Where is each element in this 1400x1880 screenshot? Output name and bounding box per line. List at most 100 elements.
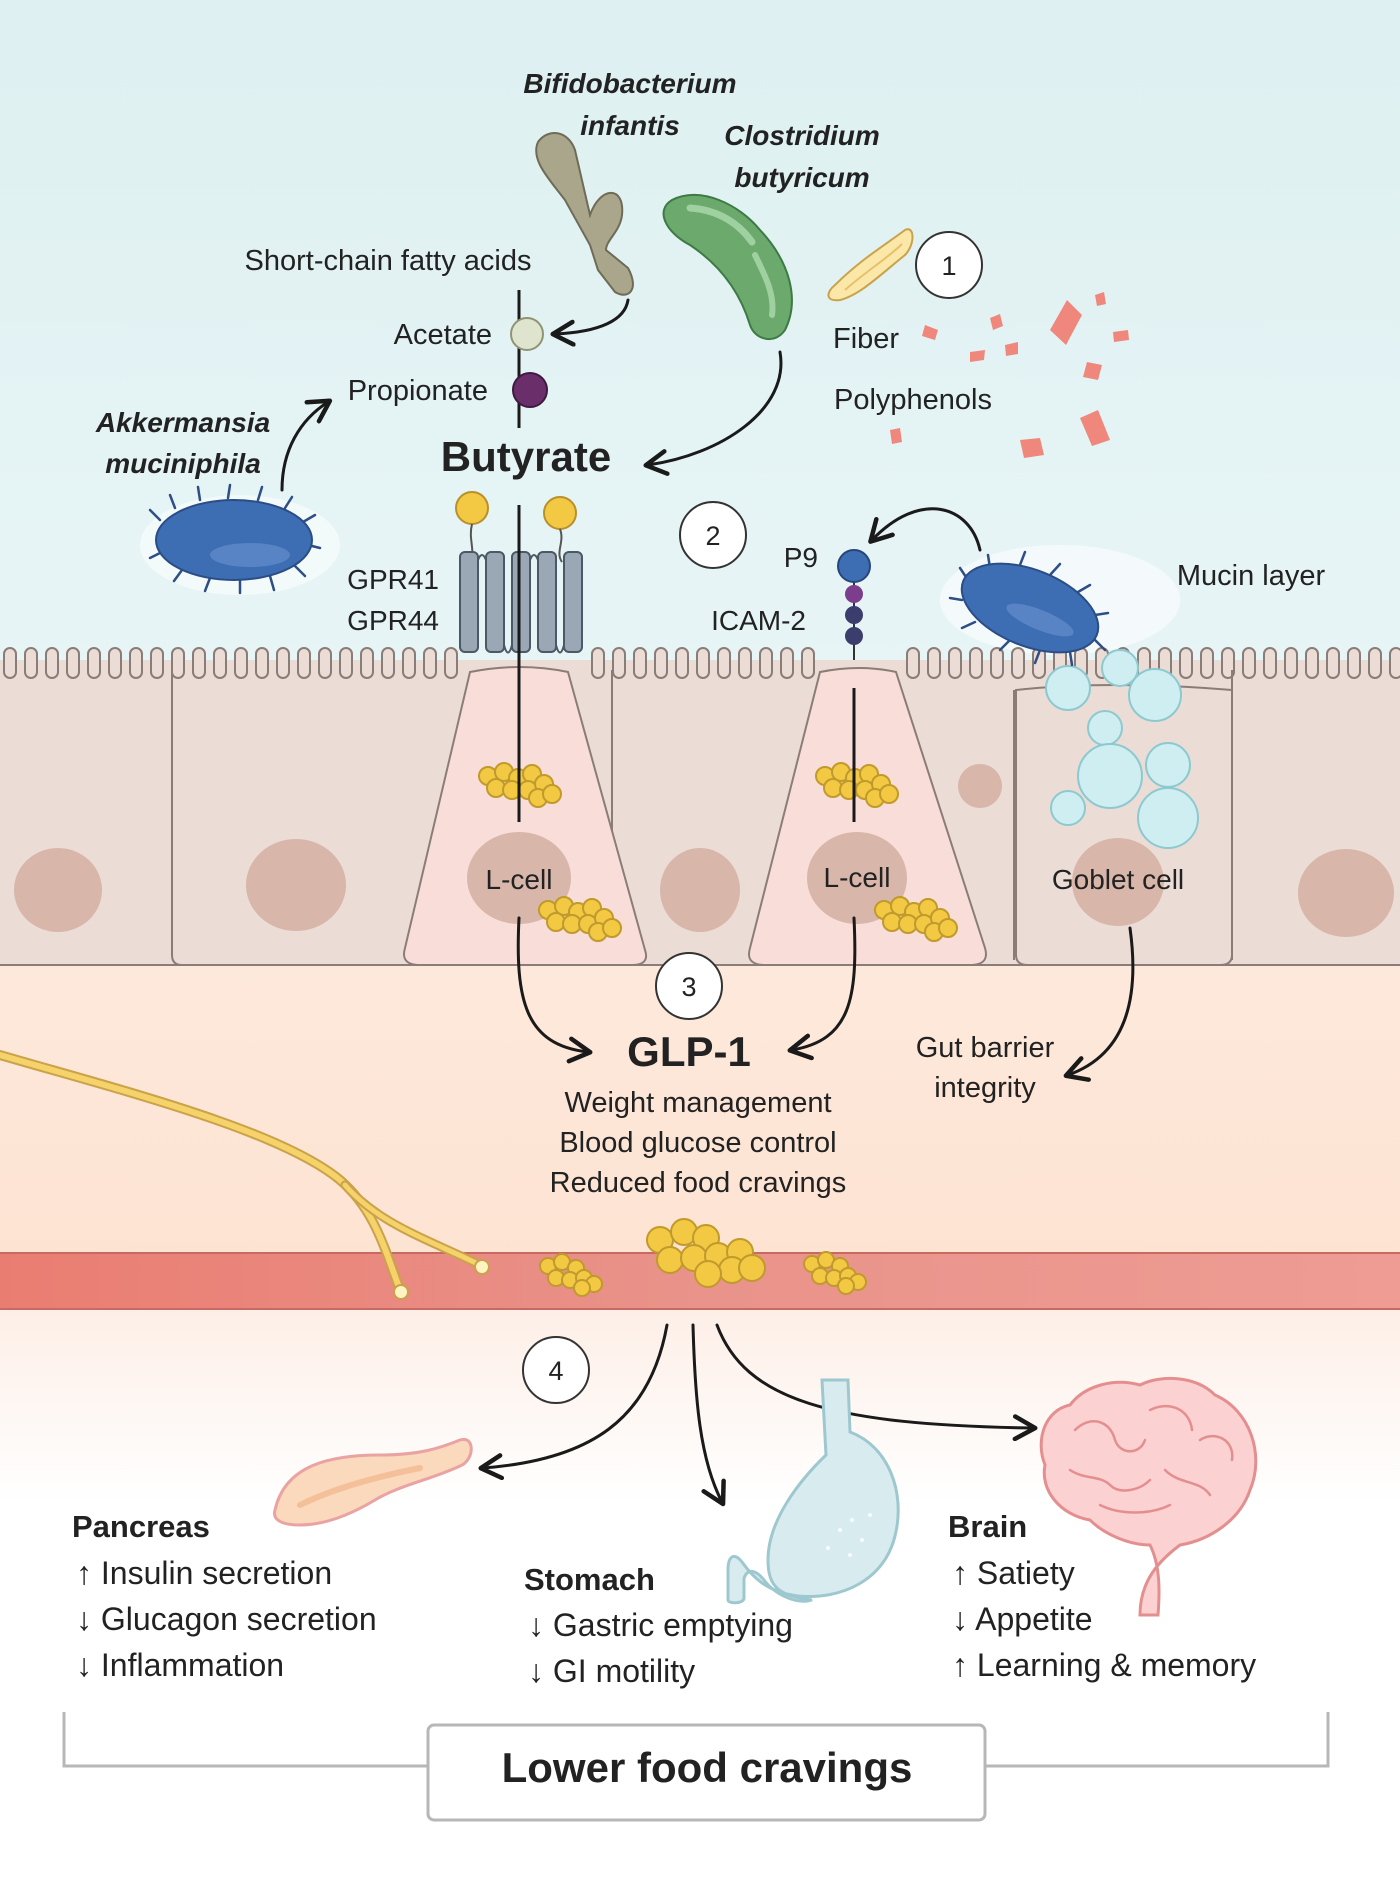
microvillus (1389, 647, 1400, 679)
microvillus (948, 647, 962, 679)
microvillus (3, 647, 17, 679)
microvillus (1263, 647, 1277, 679)
microvillus (360, 647, 374, 679)
microvillus (444, 647, 458, 679)
arrow-akkermansia-to-propionate (280, 398, 333, 492)
icam2-label: ICAM-2 (711, 605, 806, 636)
microvillus (906, 647, 920, 679)
microvillus (969, 647, 983, 679)
step-3-label: 3 (681, 972, 696, 1002)
glp1-particle (542, 784, 562, 804)
pancreas-effect: ↓ Inflammation (76, 1647, 284, 1683)
arrow-lcell-right-to-glp1 (787, 916, 857, 1061)
akkermansia-label-line1: Akkermansia (95, 407, 270, 438)
nerve-fiber (0, 1050, 490, 1300)
microvillus (1200, 647, 1214, 679)
arrow-clostridium-to-butyrate (643, 350, 783, 476)
footer-label: Lower food cravings (502, 1744, 913, 1791)
gut-barrier-label-line1: Gut barrier (916, 1032, 1055, 1064)
akkermansia-icon (948, 550, 1110, 667)
microvillus (654, 647, 668, 679)
microvillus (150, 647, 164, 679)
arrow-to-brain (715, 1323, 1038, 1442)
nucleus (660, 848, 740, 932)
microvillus (990, 647, 1004, 679)
mucin-layer-label: Mucin layer (1177, 560, 1326, 592)
l-cell-left-label: L-cell (486, 864, 553, 895)
brain-effect: ↓ Appetite (952, 1601, 1093, 1637)
goblet-cell (1015, 684, 1233, 966)
p9-label: P9 (784, 542, 818, 573)
step-marker-4: 4 (522, 1336, 590, 1404)
microvillus (738, 647, 752, 679)
bifidobacterium-icon (535, 132, 634, 296)
clostridium-icon (662, 193, 793, 340)
butyrate-label: Butyrate (441, 433, 611, 480)
polyphenols-label: Polyphenols (834, 384, 992, 416)
microvillus (1179, 647, 1193, 679)
pancreas-effect: ↑ Insulin secretion (76, 1555, 332, 1591)
arrow-akkermansia-to-p9 (868, 507, 982, 552)
nucleus (14, 848, 102, 932)
arrow-to-stomach (691, 1323, 726, 1507)
microvillus (402, 647, 416, 679)
microvillus (1242, 647, 1256, 679)
microvillus (927, 647, 941, 679)
arrow-goblet-to-barrier (1063, 926, 1135, 1082)
brain-effect: ↑ Satiety (952, 1555, 1075, 1591)
nucleus (246, 839, 346, 931)
stomach-effect: ↓ GI motility (528, 1653, 695, 1689)
akkermansia-icon (148, 483, 322, 595)
microvillus (381, 647, 395, 679)
microvillus (423, 647, 437, 679)
pancreas-effect: ↓ Glucagon secretion (76, 1601, 377, 1637)
microvillus (234, 647, 248, 679)
arrow-lcell-left-to-glp1 (516, 916, 593, 1064)
microvillus (171, 647, 185, 679)
scfa-stack (510, 290, 548, 428)
bifidobacterium-label-line2: infantis (580, 110, 680, 141)
microvillus (213, 647, 227, 679)
glp1-particle (938, 918, 958, 938)
step-4-label: 4 (548, 1356, 563, 1386)
stomach-effect: ↓ Gastric emptying (528, 1607, 793, 1643)
step-2-label: 2 (705, 521, 720, 551)
microvillus (1347, 647, 1361, 679)
pancreas-title: Pancreas (72, 1509, 210, 1544)
pancreas-icon (272, 1437, 473, 1527)
microvillus (66, 647, 80, 679)
microvillus (87, 647, 101, 679)
scfa-heading: Short-chain fatty acids (245, 245, 532, 277)
microvillus (1284, 647, 1298, 679)
step-marker-1: 1 (915, 231, 983, 299)
stomach-title: Stomach (524, 1562, 655, 1597)
step-marker-2: 2 (679, 501, 747, 569)
acetate-label: Acetate (394, 319, 492, 351)
step-marker-3: 3 (655, 952, 723, 1020)
nucleus (1298, 849, 1394, 937)
microvillus (780, 647, 794, 679)
microvillus (1326, 647, 1340, 679)
microvillus (1011, 647, 1025, 679)
microvillus (297, 647, 311, 679)
nucleus (958, 764, 1002, 808)
gut-barrier-label-line2: integrity (934, 1072, 1036, 1104)
glp1-particle (602, 918, 622, 938)
footer-box (426, 1723, 987, 1822)
microvillus (1305, 647, 1319, 679)
glp1-title: GLP-1 (627, 1028, 751, 1075)
glp1-clusters (478, 762, 958, 1297)
brain-title: Brain (948, 1509, 1027, 1544)
glp1-effect: Blood glucose control (559, 1127, 836, 1159)
microvillus (633, 647, 647, 679)
glp1-particle (879, 784, 899, 804)
microvillus (612, 647, 626, 679)
fiber-label: Fiber (833, 323, 899, 355)
glp1-effect: Weight management (564, 1087, 831, 1119)
lumen-background (0, 0, 1400, 700)
microvillus (759, 647, 773, 679)
fiber-icon (827, 228, 914, 302)
microvillus (318, 647, 332, 679)
microvillus (45, 647, 59, 679)
